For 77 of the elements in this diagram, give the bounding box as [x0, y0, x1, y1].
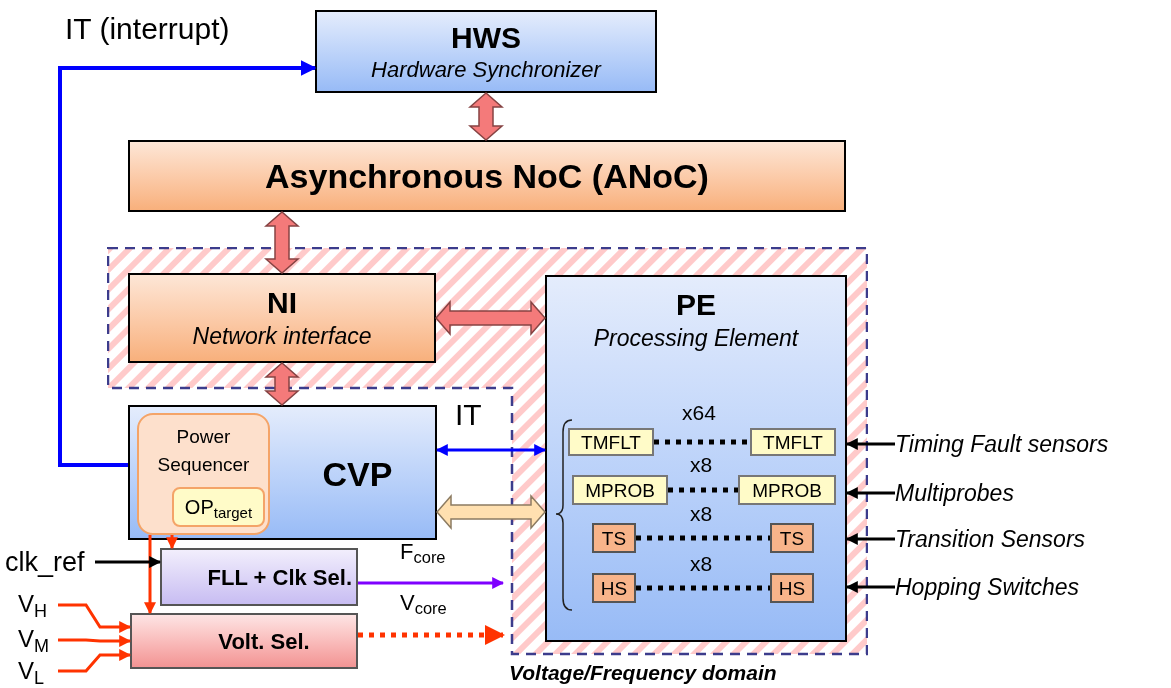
domain-label: Voltage/Frequency domain: [509, 660, 777, 686]
arrow: [144, 535, 156, 615]
signal-label: V$_{M}$: [18, 623, 58, 657]
sensor-box: [568, 428, 654, 456]
box-title: CVP: [322, 455, 393, 493]
block-arrow: [468, 92, 504, 141]
box-title: OP$_{target}$: [184, 495, 253, 522]
box-title: PE: [676, 287, 716, 323]
arrow: [358, 577, 505, 589]
box-subtitle: Network interface: [192, 322, 372, 351]
synchronizer-box: [315, 10, 657, 93]
sensor-box: [770, 573, 814, 603]
box-title: TS: [779, 528, 805, 548]
edge-label: IT (interrupt): [65, 14, 230, 44]
edge-label: x8: [690, 454, 713, 475]
box-subtitle: Hardware Synchronizer: [371, 55, 601, 84]
dotted-line: [668, 487, 738, 493]
arrow: [845, 438, 895, 450]
sensor-label: Transition Sensors: [895, 523, 1145, 555]
box-title: NI: [267, 285, 297, 321]
box-title: FLL + Clk Sel.: [207, 563, 352, 592]
box-title: TS: [601, 528, 627, 548]
edge-label: F$_{core}$: [400, 541, 446, 563]
arrow: [95, 556, 162, 568]
target-box: [172, 487, 265, 527]
clock-select-box: [160, 548, 358, 606]
sequencer-box: [137, 413, 270, 535]
dotted-line: [358, 625, 505, 645]
box-title: HS: [778, 578, 806, 598]
sensor-box: [750, 428, 836, 456]
box-title: MPROB: [585, 480, 655, 500]
edge-label: V$_{core}$: [400, 592, 447, 614]
arrow: [166, 535, 178, 550]
edge-label: x8: [690, 503, 713, 524]
sensor-box: [592, 523, 636, 553]
block-arrow: [436, 494, 546, 530]
box-title: Power Sequencer: [156, 425, 251, 477]
sensor-box: [770, 523, 814, 553]
dotted-line: [654, 439, 750, 445]
sensor-box: [572, 475, 668, 505]
sensor-label: Multiprobes: [895, 477, 1055, 509]
edge-label: x64: [682, 402, 716, 423]
dotted-line: [636, 535, 770, 541]
box-title: Asynchronous NoC (ANoC): [265, 155, 709, 197]
box-title: TMFLT: [763, 432, 823, 452]
box-title: MPROB: [752, 480, 822, 500]
arrow: [845, 581, 895, 593]
block-arrow: [435, 300, 546, 336]
box-title: TMFLT: [581, 432, 641, 452]
arrow: [58, 649, 132, 673]
edge-label: IT: [455, 400, 482, 430]
arrow: [58, 603, 132, 633]
arrow: [845, 533, 895, 545]
sensor-label: Timing Fault sensors: [895, 428, 1167, 460]
block-arrow: [264, 362, 300, 406]
signal-label: clk_ref: [5, 545, 95, 579]
edge-label: x8: [690, 553, 713, 574]
interface-box: [128, 273, 436, 363]
sensor-label: Hopping Switches: [895, 571, 1135, 603]
dotted-line: [636, 585, 770, 591]
signal-label: V$_{L}$: [18, 655, 58, 687]
sensor-box: [592, 573, 636, 603]
sensor-box: [738, 475, 836, 505]
arrow: [58, 60, 317, 467]
box-title: Volt. Sel.: [218, 627, 310, 656]
box-subtitle: Processing Element: [593, 324, 799, 353]
processing-element-box: [545, 275, 847, 642]
block-arrow: [264, 211, 300, 274]
arrow: [58, 635, 132, 647]
box-title: HWS: [451, 19, 521, 56]
signal-label: V$_{H}$: [18, 588, 58, 622]
box-title: HS: [600, 578, 628, 598]
voltage-select-box: [130, 613, 358, 669]
arrow: [435, 444, 547, 456]
noc-box: [128, 140, 846, 212]
arrow: [845, 487, 895, 499]
controller-box: [128, 405, 437, 540]
